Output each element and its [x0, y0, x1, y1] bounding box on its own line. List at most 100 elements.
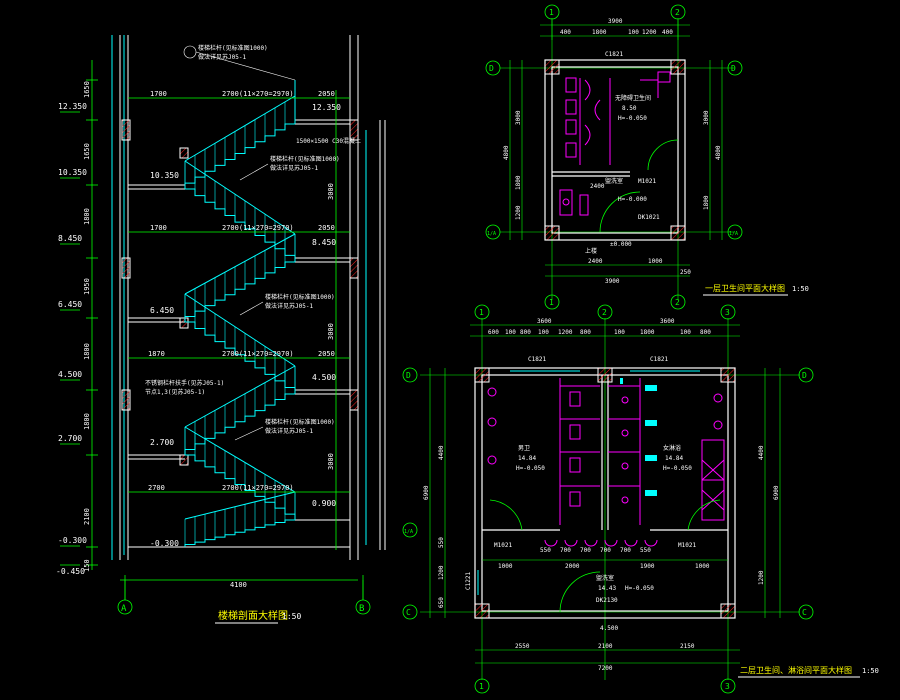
f1-bubble-d-right: D: [731, 64, 736, 73]
male-toilet-4: [569, 491, 581, 507]
dim-1700-a: 1700: [150, 90, 167, 98]
f1-door2: DK1021: [638, 214, 660, 221]
f1-stair: 上楼: [585, 247, 597, 255]
level-6450-inner: 6.450: [150, 306, 174, 315]
f2-dim-s550b: 550: [640, 547, 651, 554]
f1-dim-left-1800: 1800: [515, 175, 522, 190]
stair-section-title: 楼梯剖面大样图: [218, 609, 288, 622]
floor2-columns: [474, 367, 736, 619]
vdim-1650-b: 1650: [83, 143, 91, 160]
stair-left-dim-lines: [60, 60, 98, 570]
f2-dim-m1000: 1000: [498, 563, 513, 570]
sink-5: [624, 539, 638, 547]
f1-dim-b2400: 2400: [588, 258, 603, 265]
dim-2050-b: 2050: [318, 224, 335, 232]
floor1-title: 一层卫生间平面大样图: [705, 283, 785, 293]
f2-dim-t600a: 600: [488, 329, 499, 336]
f2-dim-t100b: 100: [538, 329, 549, 336]
dim-2700-d: 2700: [148, 484, 165, 492]
f2-female: 女淋浴: [663, 444, 681, 452]
f2-door-l: M1021: [494, 542, 512, 549]
floor2-bottom-dims: [475, 559, 740, 664]
floor2-labels: C1821 C1821 男卫 14.84 H=-0.050 女淋浴 14.84 …: [465, 356, 696, 632]
floor1-walls: [544, 59, 686, 241]
stair-section-scale: 1:50: [282, 612, 301, 621]
stair-levels: 12.350 10.350 8.450 6.450 4.500 2.700 -0…: [56, 102, 341, 576]
f2-dim-t800c: 800: [700, 329, 711, 336]
f1-bubble-1-bottom: 1: [549, 298, 554, 307]
f1-dim-t100a: 100: [628, 29, 639, 36]
floor1-side-dim-texts: 4800 3000 1800 1200 4800 3000 1800: [503, 110, 722, 220]
f2-dim-s700c: 700: [600, 547, 611, 554]
floor2-side-dims: [429, 368, 781, 618]
f2-dim-b2150: 2150: [680, 643, 695, 650]
f1-dim-t400b: 400: [662, 29, 673, 36]
stair-annotations: 楼梯栏杆(见标准图1000) 做法详见苏J05-1 楼梯栏杆(见标准图1000)…: [145, 44, 361, 435]
floor2-top-dims: [470, 324, 740, 337]
note-rail-5b: 节点1,3(见苏J05-1): [145, 388, 205, 396]
f1-dim-t1800: 1800: [592, 29, 607, 36]
level-4500-left: 4.500: [58, 370, 82, 379]
f1-door: M1021: [638, 178, 656, 185]
f1-toilet: 无障碍卫生间: [615, 94, 651, 102]
floor1-side-dims: [509, 60, 723, 240]
f1-dim-right-1800: 1800: [703, 195, 710, 210]
floor1-plan: 3900 400 1800 100 1200 400 4800 3000 180…: [485, 4, 809, 310]
male-toilet-3: [569, 457, 581, 473]
f2-dim-top-l: 3600: [537, 318, 552, 325]
f1-dim-t1200: 1200: [642, 29, 657, 36]
f1-dim-t400a: 400: [560, 29, 571, 36]
level-m0300-inner: -0.300: [150, 539, 179, 548]
f1-dim-b250: 250: [680, 269, 691, 276]
f2-wash-area: 14.43: [598, 585, 616, 592]
level-12350-left: 12.350: [58, 102, 87, 111]
vdim-1650-a: 1650: [83, 81, 91, 98]
level-6450-left: 6.450: [58, 300, 82, 309]
dim-4100: 4100: [230, 581, 247, 589]
f1-bubble-2-bottom: 2: [675, 298, 680, 307]
f2-bubble-d-right: D: [802, 371, 807, 380]
floor2-sinks: [544, 539, 658, 547]
shower-drain-2: [621, 429, 629, 437]
f1-dim-b3900: 3900: [605, 278, 620, 285]
dim-1700-b: 1700: [150, 224, 167, 232]
floor2-bottom-dim-texts: 2550 2100 2150 7200 1000 2000 1900 1000 …: [498, 547, 710, 672]
stair-handrail-2: [184, 426, 296, 493]
f2-wash-door: DK2130: [596, 597, 618, 604]
floor2-stalls: [560, 385, 640, 507]
level-4500-inner: 4.500: [312, 373, 336, 382]
note-rail-3b: 做法详见苏J05-1: [265, 302, 313, 310]
f2-dim-right-6900: 6900: [773, 485, 780, 500]
f2-dim-b2100: 2100: [598, 643, 613, 650]
vdim-3000-a: 3000: [327, 183, 335, 200]
stair-beams: [121, 119, 359, 466]
f1-dim-b1000: 1000: [648, 258, 663, 265]
f2-dim-t100c: 100: [614, 329, 625, 336]
f2-bubble-c-right: C: [802, 608, 807, 617]
dim-2050-c: 2050: [318, 350, 335, 358]
floor1-bottom-dims: [545, 264, 690, 277]
stair-horizontal-dims: [120, 97, 364, 600]
f2-dim-right-4400: 4400: [758, 445, 765, 460]
f2-dim-right-1200: 1200: [758, 570, 765, 585]
f2-bubble-3-bottom: 3: [725, 682, 730, 691]
dim-2700-b: 2700(11×270=2970): [222, 224, 294, 232]
stair-handrail-posts: [184, 96, 296, 547]
f2-dim-t800a: 800: [520, 329, 531, 336]
f2-dim-t800b: 800: [580, 329, 591, 336]
floor2-plan: 3600 3600 600 100 800 100 1200 800 100 1…: [402, 304, 879, 694]
vdim-150: 150: [83, 559, 91, 572]
grid-bubble-a: A: [121, 604, 127, 614]
floor1-labels: C1821 无障碍卫生间 8.50 H=-0.050 盥洗室 M1021 H=-…: [585, 51, 660, 255]
floor2-top-dim-texts: 3600 3600 600 100 800 100 1200 800 100 1…: [488, 318, 711, 336]
stair-flights: [184, 80, 296, 547]
f2-dim-m1000b: 1000: [695, 563, 710, 570]
note-rail-1b: 做法详见苏J05-1: [198, 53, 246, 61]
f2-dim-left-6900: 6900: [423, 485, 430, 500]
stair-vertical-dim-texts: 1650 1650 1800 1950 1800 1800 2100 150 3…: [83, 81, 335, 572]
vdim-1950: 1950: [83, 278, 91, 295]
vdim-1800-a: 1800: [83, 208, 91, 225]
dim-1870: 1870: [148, 350, 165, 358]
